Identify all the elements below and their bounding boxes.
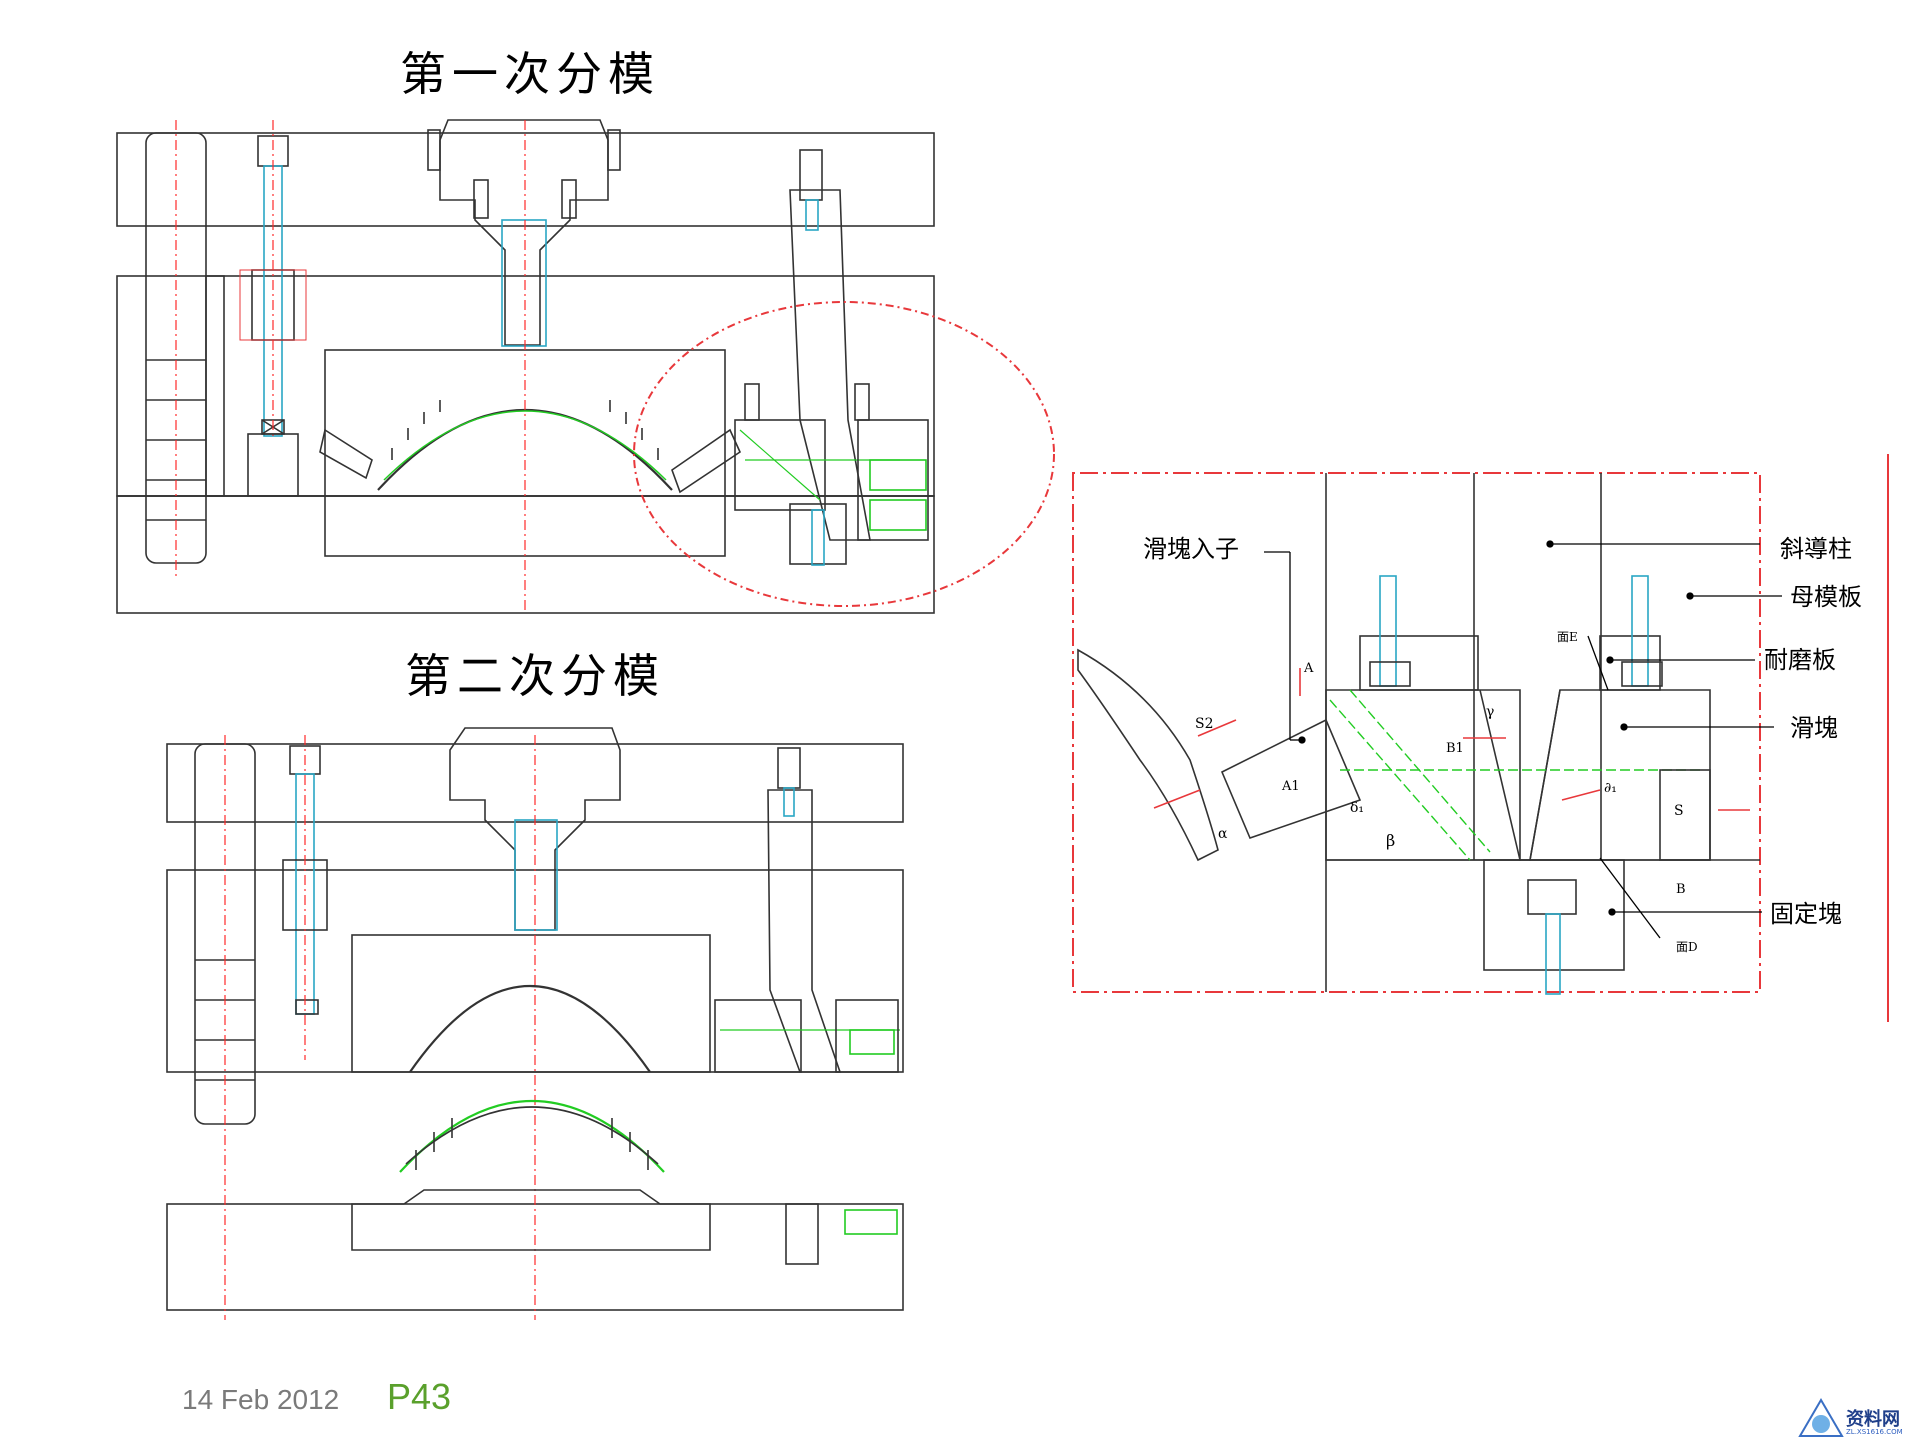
- page-number: P43: [387, 1376, 452, 1417]
- dim-s2: S2: [1195, 716, 1214, 732]
- sprue-bushing: [439, 119, 609, 346]
- dim-b1: B1: [1446, 741, 1464, 756]
- dim-delta1: δ₁: [1350, 800, 1364, 816]
- dim-alpha: α: [1218, 826, 1228, 842]
- slider-insert: [1220, 718, 1362, 840]
- dim-delta2: ∂₁: [1604, 780, 1617, 796]
- slider-block: [1529, 689, 1711, 861]
- watermark-text: 资料网: [1846, 1409, 1900, 1430]
- label-slider: 滑塊: [1790, 714, 1838, 742]
- core-insert: [351, 1189, 711, 1251]
- first-split-title: 第一次分模: [400, 47, 660, 101]
- dim-a: A: [1303, 661, 1314, 676]
- part-arc: [377, 408, 673, 491]
- dim-beta: β: [1386, 831, 1395, 850]
- label-face-d: 面D: [1676, 940, 1698, 954]
- slider-detail-drawing: 滑塊入子 斜導柱 母模板 耐磨板 滑塊 固定塊 面E 面D S2 A A1 δ₁…: [1072, 454, 1889, 1022]
- ejected-part: [399, 1100, 665, 1173]
- watermark-url: ZL.XS1616.COM: [1846, 1428, 1903, 1436]
- second-split-drawing: [166, 727, 904, 1320]
- dim-gamma: γ: [1486, 704, 1494, 720]
- fixed-block: [1483, 859, 1625, 971]
- highlight-circle: [633, 301, 1055, 607]
- slide-block: [734, 419, 826, 511]
- first-split-drawing: [116, 119, 935, 614]
- watermark-logo-icon: [1798, 1398, 1844, 1437]
- label-a-plate: 母模板: [1790, 583, 1862, 611]
- dim-a1: A1: [1281, 779, 1300, 794]
- second-split-title: 第二次分模: [405, 649, 665, 703]
- dim-s: S: [1674, 803, 1684, 819]
- detail-frame: [1072, 472, 1761, 993]
- label-fixed-block: 固定塊: [1770, 900, 1842, 928]
- dim-b: B: [1676, 882, 1686, 897]
- label-slider-insert: 滑塊入子: [1143, 535, 1239, 563]
- label-guide-pin: 斜導柱: [1780, 535, 1852, 563]
- label-wear-plate: 耐磨板: [1764, 646, 1836, 674]
- footer-date: 14 Feb 2012: [182, 1384, 340, 1415]
- label-face-e: 面E: [1557, 630, 1578, 644]
